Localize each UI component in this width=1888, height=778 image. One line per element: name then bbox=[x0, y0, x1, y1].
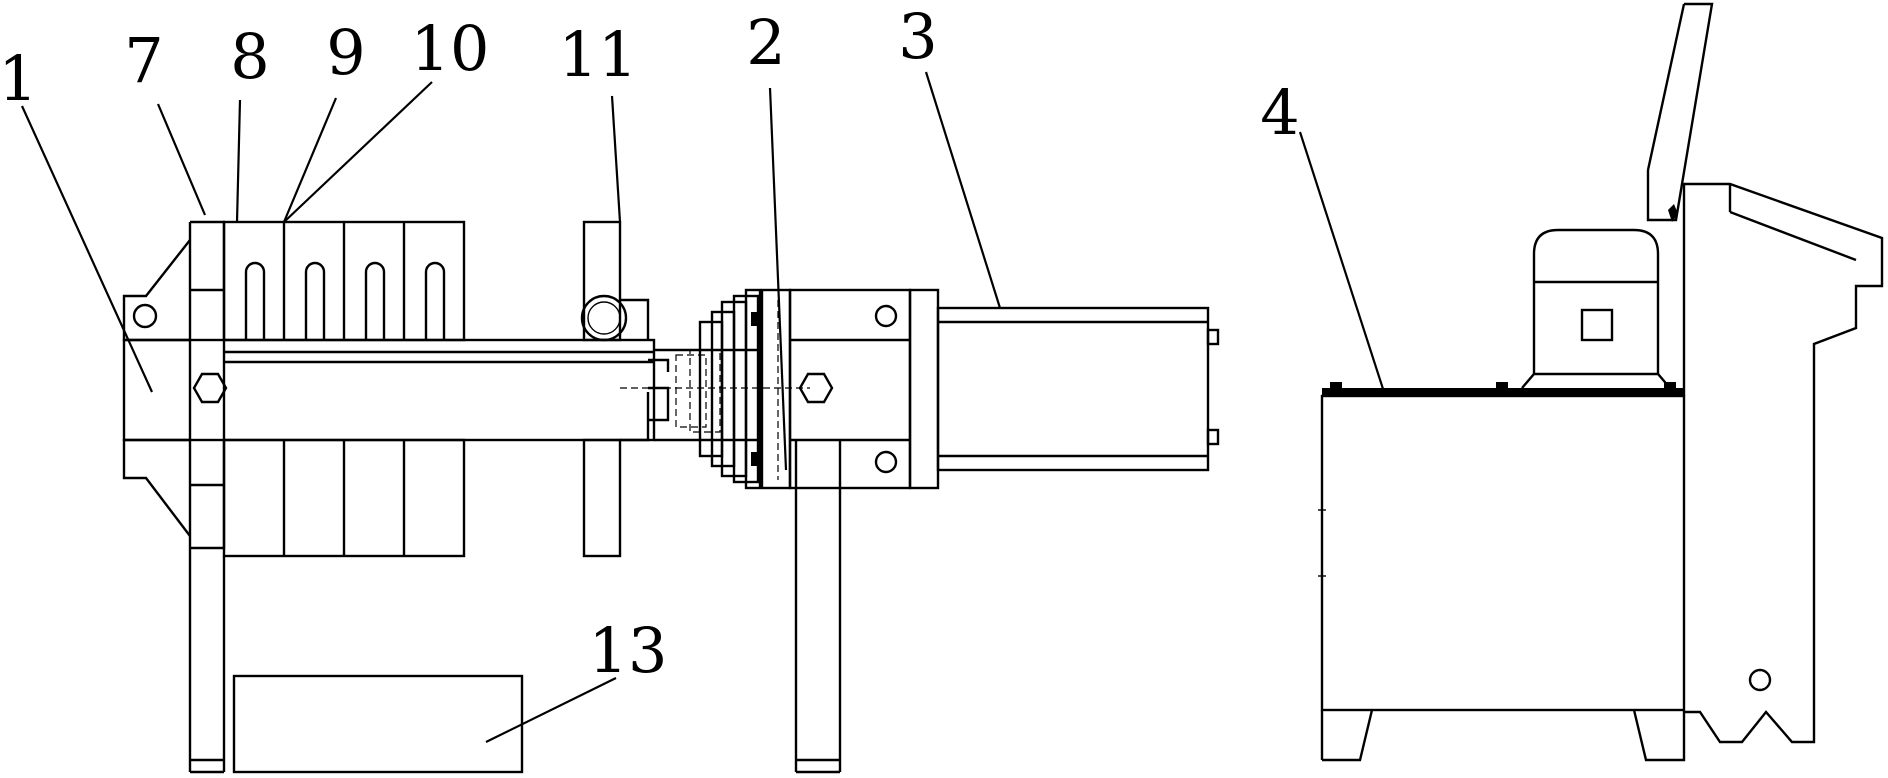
cylinder-bracket bbox=[760, 288, 940, 490]
leader-2 bbox=[768, 87, 788, 471]
label-8: 8 bbox=[230, 20, 269, 93]
oil-tank bbox=[1320, 394, 1686, 712]
left-leg bbox=[188, 548, 226, 774]
label-1: 1 bbox=[0, 42, 38, 115]
callout-labels: 1 7 8 9 10 11 2 3 4 13 bbox=[0, 0, 1300, 687]
hydraulic-cylinder bbox=[936, 306, 1220, 472]
leader-9 bbox=[282, 97, 338, 223]
hydraulic-station bbox=[1318, 2, 1884, 762]
leader-7 bbox=[156, 103, 207, 216]
filter-plates bbox=[222, 220, 466, 558]
leader-3 bbox=[924, 71, 1002, 309]
label-11: 11 bbox=[559, 18, 638, 91]
leader-13 bbox=[485, 677, 617, 743]
leader-4 bbox=[1298, 131, 1386, 393]
filtrate-tray bbox=[232, 674, 524, 774]
right-leg bbox=[794, 440, 842, 774]
label-13: 13 bbox=[589, 614, 668, 687]
label-3: 3 bbox=[898, 0, 937, 73]
leader-10 bbox=[283, 81, 433, 223]
label-4: 4 bbox=[1260, 76, 1299, 149]
filter-press bbox=[122, 220, 1220, 774]
label-7: 7 bbox=[124, 24, 163, 97]
leader-11 bbox=[610, 95, 622, 223]
label-10: 10 bbox=[411, 12, 490, 85]
label-9: 9 bbox=[326, 16, 365, 89]
thrust-plate bbox=[122, 220, 226, 550]
piston-assembly bbox=[620, 288, 810, 490]
control-cabinet bbox=[1646, 2, 1884, 744]
leader-lines bbox=[20, 71, 1386, 743]
leader-1 bbox=[20, 105, 154, 393]
pressing-plate bbox=[580, 220, 650, 558]
side-beam bbox=[122, 338, 656, 442]
leader-8 bbox=[235, 99, 242, 223]
motor bbox=[1521, 228, 1671, 389]
label-2: 2 bbox=[746, 6, 785, 79]
